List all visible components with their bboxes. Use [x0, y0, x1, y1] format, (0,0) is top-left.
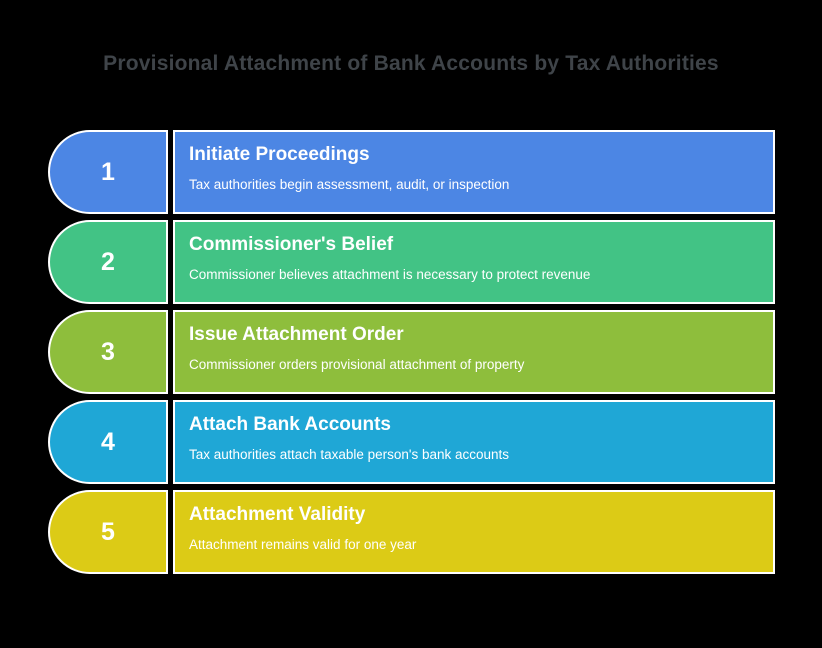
step-row-3: 3 Issue Attachment Order Commissioner or… [48, 310, 775, 394]
step-content-bar: Attachment Validity Attachment remains v… [173, 490, 775, 574]
page-title: Provisional Attachment of Bank Accounts … [103, 52, 719, 75]
step-content-bar: Initiate Proceedings Tax authorities beg… [173, 130, 775, 214]
step-content-bar: Commissioner's Belief Commissioner belie… [173, 220, 775, 304]
step-number: 5 [101, 517, 115, 546]
step-number-badge: 2 [48, 220, 168, 304]
step-number-badge: 1 [48, 130, 168, 214]
step-title: Issue Attachment Order [189, 324, 404, 345]
step-title: Attachment Validity [189, 504, 366, 525]
step-title: Commissioner's Belief [189, 234, 394, 255]
step-title: Attach Bank Accounts [189, 414, 391, 435]
step-description: Tax authorities attach taxable person's … [189, 447, 510, 462]
step-description: Commissioner orders provisional attachme… [189, 357, 525, 372]
step-row-5: 5 Attachment Validity Attachment remains… [48, 490, 775, 574]
step-number: 4 [101, 427, 115, 456]
step-number-badge: 5 [48, 490, 168, 574]
step-description: Commissioner believes attachment is nece… [189, 267, 591, 282]
steps-list: 1 Initiate Proceedings Tax authorities b… [48, 130, 775, 580]
step-number-badge: 3 [48, 310, 168, 394]
step-row-2: 2 Commissioner's Belief Commissioner bel… [48, 220, 775, 304]
step-number: 1 [101, 157, 115, 186]
step-description: Tax authorities begin assessment, audit,… [189, 177, 510, 192]
step-number: 3 [101, 337, 115, 366]
step-number-badge: 4 [48, 400, 168, 484]
step-content-bar: Attach Bank Accounts Tax authorities att… [173, 400, 775, 484]
step-row-1: 1 Initiate Proceedings Tax authorities b… [48, 130, 775, 214]
step-content-bar: Issue Attachment Order Commissioner orde… [173, 310, 775, 394]
step-row-4: 4 Attach Bank Accounts Tax authorities a… [48, 400, 775, 484]
step-title: Initiate Proceedings [189, 144, 370, 165]
step-description: Attachment remains valid for one year [189, 537, 417, 552]
step-number: 2 [101, 247, 115, 276]
